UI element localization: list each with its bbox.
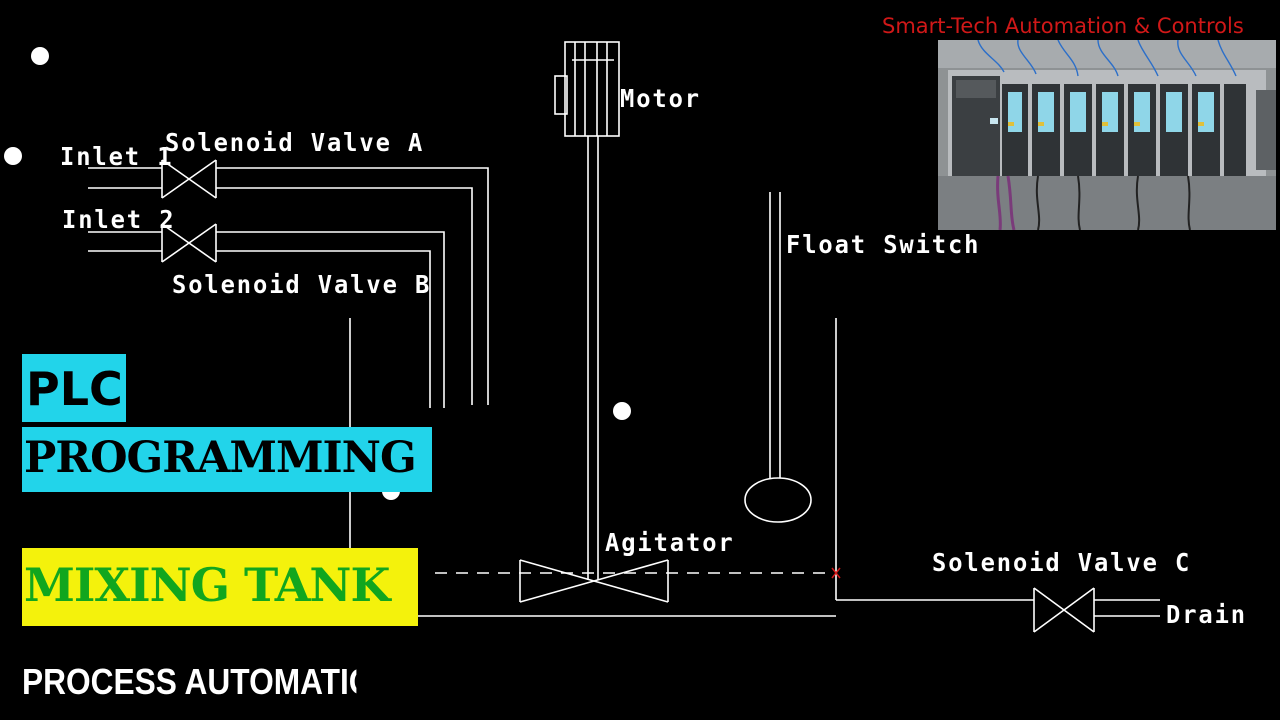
- solenoid-valve-a-label: Solenoid Valve A: [165, 128, 425, 157]
- solenoid-valve-b-label: Solenoid Valve B: [172, 270, 432, 299]
- process-automation-caption: PROCESS AUTOMATION: [22, 661, 356, 702]
- mixing-tank-tag: MIXING TANK: [22, 548, 418, 626]
- solenoid-valve-a: [161, 159, 217, 199]
- inlet-2-pipe: [88, 231, 445, 408]
- agitator-shaft: [587, 136, 599, 580]
- agitator-blades: [519, 559, 669, 603]
- plc-tag: PLC: [22, 354, 126, 422]
- motor-label: Motor: [620, 84, 702, 113]
- bullet-dot: [4, 147, 22, 165]
- motor-symbol: [554, 41, 620, 137]
- plc-cabinet-photo: [938, 40, 1276, 230]
- channel-brand-label: Smart-Tech Automation & Controls: [882, 14, 1244, 38]
- bullet-dot: [31, 47, 49, 65]
- float-switch-symbol: [744, 192, 812, 523]
- inlet-2-label: Inlet 2: [62, 205, 176, 234]
- drain-pipe: [836, 599, 1160, 617]
- bullet-dot: [613, 402, 631, 420]
- agitator-label: Agitator: [605, 528, 735, 557]
- solenoid-valve-c-label: Solenoid Valve C: [932, 548, 1192, 577]
- solenoid-valve-b: [161, 223, 217, 263]
- drain-label: Drain: [1166, 600, 1248, 629]
- inlet-1-label: Inlet 1: [60, 142, 174, 171]
- level-marker: [831, 567, 841, 579]
- inlet-1-pipe: [88, 167, 489, 405]
- float-switch-label: Float Switch: [786, 230, 981, 259]
- solenoid-valve-c: [1033, 587, 1095, 633]
- programming-tag: PROGRAMMING: [22, 427, 432, 492]
